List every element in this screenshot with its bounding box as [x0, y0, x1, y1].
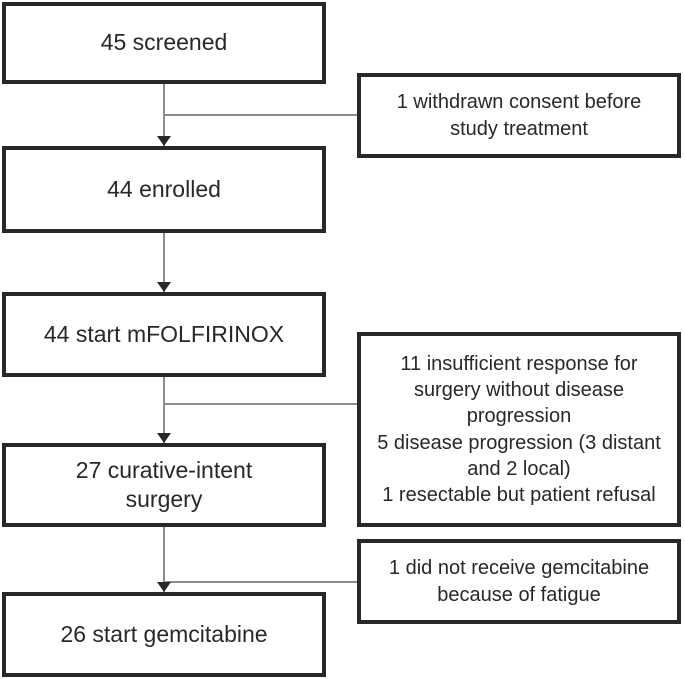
arrowhead-start-gemcitabine	[157, 582, 171, 592]
connector-enrolled-to-mfolfirinox	[163, 233, 165, 292]
flow-box-enrolled: 44 enrolled	[2, 146, 326, 233]
flow-box-excluded-before-surgery: 11 insufficient response for surgery wit…	[357, 332, 681, 527]
arrowhead-curative-intent-surgery	[157, 433, 171, 443]
flow-box-curative-intent-surgery-label: 27 curative-intent surgery	[75, 456, 253, 512]
arrowhead-enrolled	[157, 136, 171, 146]
flow-box-screened-label: 45 screened	[100, 29, 228, 56]
connector-surgery-to-gemcitabine	[163, 527, 165, 592]
flow-box-excluded-before-surgery-label: 11 insufficient response for surgery wit…	[377, 352, 661, 506]
arrowhead-start-mfolfirinox	[157, 282, 171, 292]
flow-box-start-gemcitabine-label: 26 start gemcitabine	[60, 620, 268, 647]
connector-screened-to-enrolled	[163, 84, 165, 146]
flow-box-no-gemcitabine-label: 1 did not receive gemcitabine because of…	[388, 557, 650, 606]
flow-box-no-gemcitabine: 1 did not receive gemcitabine because of…	[357, 539, 681, 624]
flow-box-start-mfolfirinox-label: 44 start mFOLFIRINOX	[43, 320, 285, 347]
flow-box-start-mfolfirinox: 44 start mFOLFIRINOX	[2, 292, 326, 377]
flow-box-withdrawn-consent: 1 withdrawn consent before study treatme…	[357, 73, 681, 158]
flow-box-screened: 45 screened	[2, 2, 326, 84]
flow-box-start-gemcitabine: 26 start gemcitabine	[2, 592, 326, 677]
flow-box-withdrawn-consent-label: 1 withdrawn consent before study treatme…	[396, 91, 642, 140]
branch-to-excluded-before-surgery	[164, 403, 357, 405]
flow-box-curative-intent-surgery: 27 curative-intent surgery	[2, 443, 326, 527]
branch-to-withdrawn-consent	[164, 114, 357, 116]
flow-box-enrolled-label: 44 enrolled	[107, 175, 221, 202]
connector-mfolfirinox-to-surgery	[163, 377, 165, 443]
branch-to-no-gemcitabine	[164, 581, 357, 583]
